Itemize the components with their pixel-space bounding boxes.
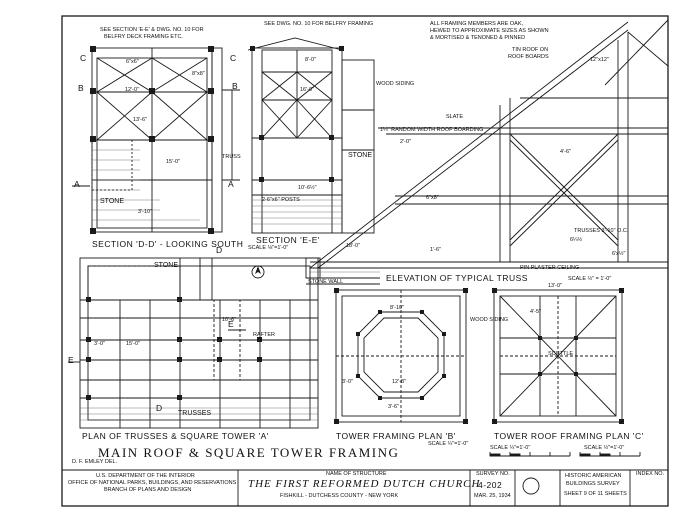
note-stone-wall: STONE WALL [308,279,344,285]
title-scale-b: SCALE ¼"=1'-0" [428,441,469,447]
marker-c-left: C [80,53,87,63]
title-elevation: ELEVATION OF TYPICAL TRUSS [386,273,528,283]
dim-13: 12"x12" [590,57,609,63]
title-plan-trusses: PLAN OF TRUSSES & SQUARE TOWER 'A' [82,431,269,441]
marker-b-left: B [78,83,85,93]
dim-15: 1'-6" [430,247,441,253]
marker-c-right: C [230,53,237,63]
survey-label: SURVEY NO. [476,471,510,477]
dim-24: 3'-0" [342,379,353,385]
dim-12: 6"x8" [426,195,439,201]
marker-d-bottom: D [156,403,163,413]
truss-elevation-drawing [305,19,669,285]
dim-18: 6¼½ [570,237,583,243]
note-trusses: TRUSSES [178,410,212,417]
dim-16: 18'-0" [346,243,361,249]
title-tower-framing: TOWER FRAMING PLAN 'B' [336,431,456,441]
note-see-section-2: BELFRY DECK FRAMING ETC. [104,34,183,40]
title-scale-dd: SCALE ⅛"=1'-0" [248,245,289,251]
note-all-framing-3: & MORTISED & TENONED & PINNED [430,35,526,41]
plan-c-drawing [492,288,624,424]
dim-5: 15'-0" [166,159,181,165]
note-see-dwg: SEE DWG. NO. 10 FOR BELFRY FRAMING [264,21,374,27]
dim-23: 3'-6" [388,404,399,410]
dim-10: 2'-0" [400,139,411,145]
habs-line-1: HISTORIC AMERICAN [565,473,622,479]
section-ee-drawing [247,37,375,234]
note-slate: SLATE [446,114,464,120]
main-drawing-title: MAIN ROOF & SQUARE TOWER FRAMING [98,445,400,460]
note-tin-roof: TIN ROOF ON [512,47,549,53]
drawn-by: D. F. EMLEY DEL. [72,459,118,465]
title-scale-elev: SCALE ½" = 1'-0" [568,276,612,282]
scale-quarter: SCALE ¼"=1'-0" [490,445,531,451]
note-scuttle: SCUTTLE [548,351,574,357]
note-wood-siding: WOOD SIDING [376,81,415,87]
sheet-border [61,15,669,507]
dim-22: 12'-8" [392,379,407,385]
habs-line-2: BUILDINGS SURVEY [566,481,620,487]
dim-9: 10'-6½" [298,185,317,191]
note-random-width: 1¼" RANDOM WIDTH ROOF BOARDING [380,127,484,133]
dim-26: 13'-0" [548,283,563,289]
dim-19: 15'-0" [126,341,141,347]
dim-8: 16'-0" [300,87,315,93]
note-posts: 2-6"x6" POSTS [262,197,300,203]
dim-2: 8"x8" [192,71,205,77]
marker-a-right: A [228,179,235,189]
note-all-framing-2: HEWED TO APPROXIMATE SIZES AS SHOWN [430,28,549,34]
index-label: INDEX NO. [636,471,665,477]
dim-7: 8'-0" [305,57,316,63]
dim-17: 6'x½" [612,251,626,257]
scale-half: SCALE ½"=1'-0" [584,445,625,451]
dept-line-2: OFFICE OF NATIONAL PARKS, BUILDINGS, AND… [68,480,237,486]
dim-4: 13'-6" [133,117,148,123]
dept-line-3: BRANCH OF PLANS AND DESIGN [104,487,192,493]
dept-line-1: U.S. DEPARTMENT OF THE INTERIOR [96,473,195,479]
graphic-scales [489,452,641,457]
structure-location: FISHKILL - DUTCHESS COUNTY - NEW YORK [280,493,399,499]
plan-b-drawing [334,288,468,424]
dim-3: 12'-0" [125,87,140,93]
marker-e-right: E [228,319,235,329]
marker-d-top: D [216,245,223,255]
note-roof-boards: ROOF BOARDS [508,54,549,60]
dim-6: 3'-10" [138,209,153,215]
title-block-frame [62,469,668,506]
dim-11: 3'-0" [94,341,105,347]
note-truss: TRUSS [222,154,241,160]
marker-a-left: A [74,179,81,189]
title-section-dd: SECTION 'D-D' - LOOKING SOUTH [92,239,244,249]
survey-number: 4-202 [478,480,503,490]
sheet-number: SHEET 9 OF 11 SHEETS [564,491,627,497]
name-of-structure-label: NAME OF STRUCTURE [326,471,387,477]
dim-20: 10'-6" [222,317,237,323]
note-see-section-1: SEE SECTION 'E-E' & DWG. NO. 10 FOR [100,27,204,33]
note-stone-plan: STONE [154,262,178,269]
marker-b-right: B [232,81,239,91]
note-stone-e: STONE [348,152,372,159]
note-rafter: RAFTER [253,332,275,338]
marker-e-left: E [68,355,75,365]
note-all-framing-1: ALL FRAMING MEMBERS ARE OAK, [430,21,524,27]
note-pin-plaster: PIN PLASTER CEILING [520,265,580,271]
dim-21: 8'-10" [390,305,405,311]
title-tower-roof: TOWER ROOF FRAMING PLAN 'C' [494,431,644,441]
structure-name: THE FIRST REFORMED DUTCH CHURCH [248,478,481,490]
section-dd-drawing [72,46,240,234]
dim-25: 4'-5" [530,309,541,315]
note-wood-siding-b: WOOD SIDING [470,317,509,323]
note-stone-d: STONE [100,198,124,205]
plan-a-drawing [68,257,319,429]
note-trusses-oc: TRUSSES 3'-10" O.C. [574,228,629,234]
dim-1: 6"x6" [126,59,139,65]
dim-14: 4'-6" [560,149,571,155]
survey-date: MAR. 25, 1934 [474,493,511,499]
title-section-ee: SECTION 'E-E' [256,235,321,245]
north-arrow [251,265,265,279]
